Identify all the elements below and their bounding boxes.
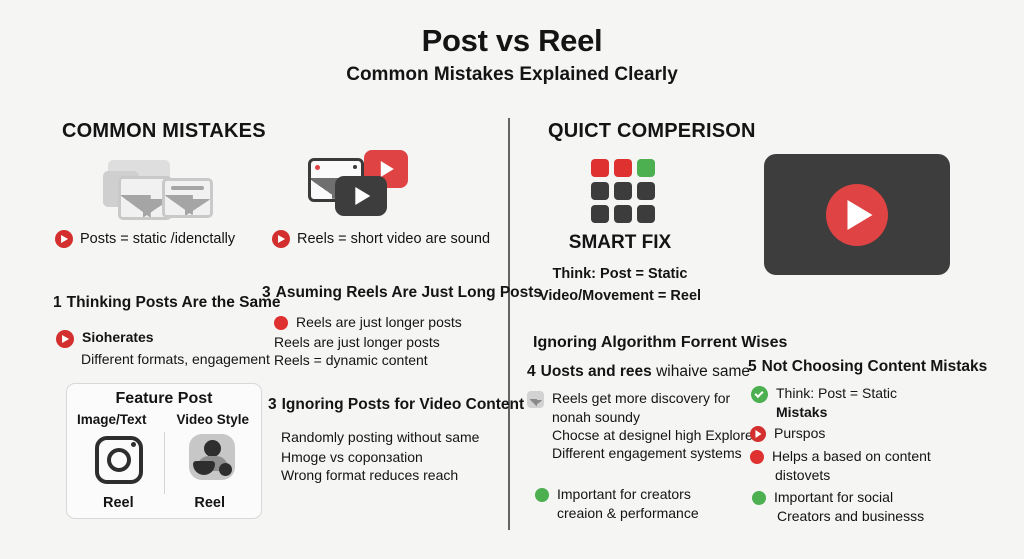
left-item3a-line3: Reels = dynamic content <box>274 352 428 368</box>
left-item3a-number: 3 <box>262 284 271 301</box>
right-item5-title: Not Choosing Content Mistaks <box>761 358 988 375</box>
left-item1-bullet: Sioherates <box>56 328 154 348</box>
feature-post-foot-right: Reel <box>194 495 225 511</box>
posts-illustration <box>100 158 213 220</box>
feature-post-title: Feature Post <box>115 390 213 407</box>
green-dot-icon <box>535 488 549 502</box>
right-item4-line1: Reels get more discovery for <box>552 390 731 406</box>
left-item1-bullet-sub: Different formats, engagement <box>81 351 270 367</box>
left-item3b-title: Ignoring Posts for Video Content <box>281 396 525 413</box>
right-item4-line4: Different engagement systems <box>552 445 742 461</box>
right-item4-title-rest: wihaive same <box>656 363 750 380</box>
right-item5-green2: Creators and businesss <box>777 508 925 524</box>
posts-caption-text: Posts = static /idenctally <box>80 231 236 247</box>
right-item5-check-bullet: Think: Post = Static <box>751 384 897 403</box>
left-item1-title: Thinking Posts Are the Same <box>66 294 281 311</box>
red-dot-icon <box>274 316 288 330</box>
left-item3b-line2: Hmoge vs coponзation <box>281 449 423 465</box>
reels-caption-row: Reels = short video are sound <box>272 230 490 248</box>
play-icon <box>750 426 766 442</box>
play-icon <box>55 230 73 248</box>
grid-cell <box>637 182 655 200</box>
play-icon <box>272 230 290 248</box>
instagram-icon <box>95 436 143 484</box>
reels-caption-text: Reels = short video are sound <box>297 231 491 247</box>
right-item5-check-line1: Think: Post = Static <box>776 385 897 401</box>
people-icon <box>189 434 235 480</box>
grid-cell <box>614 182 632 200</box>
right-item5-play-bullet: Purspos <box>750 424 825 442</box>
feature-post-foot-left: Reel <box>103 495 134 511</box>
play-icon <box>826 183 888 246</box>
right-item5-green-bullet: Important for social <box>752 488 893 506</box>
right-item4-bullet: Reels get more discovery for <box>527 389 730 408</box>
grid-cell <box>637 205 655 223</box>
left-item3a-line2: Reels are just longer posts <box>274 334 440 350</box>
check-icon <box>751 386 768 403</box>
right-item5-red-line2: distovets <box>775 467 831 483</box>
reels-illustration <box>308 150 408 222</box>
right-item4-green-bullet: Important for creators <box>535 485 691 503</box>
left-item3b-number: 3 <box>268 396 277 413</box>
feature-post-divider <box>164 432 165 494</box>
posts-caption-row: Posts = static /idenctally <box>55 230 235 248</box>
grid-cell <box>614 159 632 177</box>
left-item1-number: 1 <box>53 294 62 311</box>
grid-cell <box>614 205 632 223</box>
left-item3a-line1: Reels are just longer posts <box>296 314 462 330</box>
image-icon <box>527 391 544 408</box>
right-column-heading: QUICT COMPERISON <box>548 120 756 142</box>
right-item4-line2: nonah soundy <box>552 409 640 425</box>
feature-post-card: Feature Post Image/Text Video Style Reel… <box>66 383 262 519</box>
page-title: Post vs Reel <box>421 23 603 58</box>
right-item4-number: 4 <box>527 363 536 380</box>
left-item3b-line1: Randomly posting without same <box>281 429 480 445</box>
algorithm-heading: Ignoring Algorithm Forrent Wises <box>533 334 788 351</box>
right-item4-green-text: Important for creators <box>557 485 691 503</box>
green-dot-icon <box>752 491 766 505</box>
grid-cell <box>591 205 609 223</box>
smart-fix-title: SMART FIX <box>568 232 672 253</box>
right-item5-red-line1: Helps a based on content <box>772 448 931 464</box>
grid-cell <box>637 159 655 177</box>
right-item4-title-bold: Uosts and rees <box>540 363 652 380</box>
left-item1-bullet-title: Sioherates <box>82 329 154 345</box>
left-item3b-line3: Wrong format reduces reach <box>281 467 459 483</box>
smart-fix-line2: Video/Movement = Reel <box>538 288 702 304</box>
right-item5-check-line2: Mistaks <box>776 404 828 420</box>
right-item5-play-line: Purspos <box>774 425 826 441</box>
red-dot-icon <box>750 450 764 464</box>
header: Post vs Reel Common Mistakes Explained C… <box>0 23 1024 86</box>
video-thumbnail <box>764 154 950 275</box>
left-item1-bullet-text: Sioherates <box>82 328 154 346</box>
grid-cell <box>591 159 609 177</box>
page-subtitle: Common Mistakes Explained Clearly <box>346 64 678 86</box>
left-item3a-bullet: Reels are just longer posts <box>274 313 462 331</box>
column-divider <box>508 118 510 530</box>
right-item5-green1: Important for social <box>774 489 894 505</box>
play-icon <box>56 330 74 348</box>
right-item4-green1: Important for creators <box>557 486 691 502</box>
dark-play-card-icon <box>335 176 387 216</box>
grid-cell <box>591 182 609 200</box>
smart-fix-grid-icon <box>591 159 655 223</box>
left-column-heading: COMMON MISTAKES <box>62 120 266 142</box>
smart-fix-line1: Think: Post = Static <box>552 266 688 282</box>
right-item5-number: 5 <box>748 358 757 375</box>
feature-post-label-right: Video Style <box>176 412 249 427</box>
left-item3a-title: Asuming Reels Are Just Long Posts <box>275 284 543 301</box>
photo-text-icon <box>162 178 213 218</box>
feature-post-label-left: Image/Text <box>77 412 147 427</box>
right-item4-line3: Chocse at designel high Explore/ <box>552 427 757 443</box>
right-item4-green2: creaion & performance <box>557 505 699 521</box>
right-item5-red-bullet: Helps a based on content <box>750 447 931 465</box>
